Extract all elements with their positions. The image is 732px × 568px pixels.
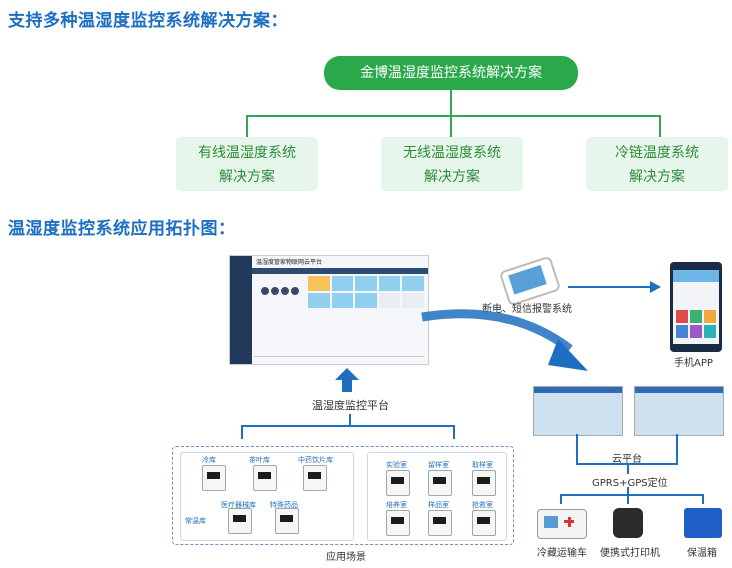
sensor-device: [386, 510, 410, 536]
scene-left-label-3: 中药饮片库: [298, 456, 333, 464]
scene-left-label-5: 特殊药品: [270, 501, 298, 509]
card-line1: 无线温湿度系统: [403, 145, 501, 161]
sensor-device: [386, 470, 410, 496]
scene-bracket-right: [453, 425, 455, 439]
cloud-map-1: [533, 386, 623, 436]
sensor-device: [428, 510, 452, 536]
cloud-bracket-left: [576, 434, 578, 464]
solutions-title: 支持多种温湿度监控系统解决方案：: [8, 11, 288, 31]
scene-left-label-2: 茶叶库: [249, 456, 270, 464]
device-bracket-right: [702, 494, 704, 504]
topology-title: 温湿度监控系统应用拓扑图：: [8, 219, 236, 239]
sensor-device: [428, 470, 452, 496]
upload-arrow-icon: [335, 368, 359, 392]
scene-right-panel: [367, 452, 507, 541]
tree-connector-left: [246, 115, 248, 137]
scene-box: [172, 446, 514, 545]
arrow-to-app-icon: [568, 281, 661, 293]
cloud-bracket-right: [676, 434, 678, 464]
solution-card-coldchain: 冷链温度系统 解决方案: [586, 137, 728, 191]
tree-connector-middle: [450, 115, 452, 137]
scene-right-label-3: 取样室: [472, 461, 493, 469]
dashboard-footer: [254, 356, 424, 357]
solution-root-pill: 金博温湿度监控系统解决方案: [324, 56, 578, 90]
scene-left-label-6: 常温库: [185, 517, 206, 525]
device-bracket-left: [560, 494, 562, 504]
sensor-device: [472, 510, 496, 536]
device-bracket-stem: [627, 487, 629, 495]
card-line2: 解决方案: [424, 169, 480, 185]
sensor-device: [253, 465, 277, 491]
card-line1: 冷链温度系统: [615, 145, 699, 161]
scene-left-panel: [180, 452, 354, 541]
sensor-device: [202, 465, 226, 491]
scene-right-label-1: 实验室: [386, 461, 407, 469]
solution-card-wired: 有线温湿度系统 解决方案: [176, 137, 318, 191]
gps-stem: [627, 464, 629, 474]
vehicle-label-3: 保温箱: [687, 548, 717, 559]
scene-bracket-left: [241, 425, 243, 439]
curved-arrow-icon: [421, 309, 588, 371]
cloud-map-2: [634, 386, 724, 436]
scene-label: 应用场景: [326, 552, 366, 563]
platform-label: 温湿度监控平台: [312, 399, 389, 412]
card-line2: 解决方案: [219, 169, 275, 185]
alarm-label: 断电、短信报警系统: [482, 304, 572, 315]
cooler-box-icon: [684, 508, 722, 538]
vehicle-label-2: 便携式打印机: [600, 548, 660, 559]
ambulance-icon: [537, 509, 587, 539]
dashboard-title: 温湿度管家物联网云平台: [256, 259, 323, 266]
tree-connector-vertical: [450, 90, 452, 116]
sensor-device: [275, 508, 299, 534]
tree-connector-right: [659, 115, 661, 137]
tree-connector-horizontal: [246, 115, 661, 117]
scene-right-label-6: 抢救室: [472, 501, 493, 509]
sensor-device: [472, 470, 496, 496]
dashboard-topbar: [252, 268, 428, 274]
dashboard-sidebar: [230, 256, 252, 364]
vehicle-label-1: 冷藏运输车: [537, 548, 587, 559]
dashboard-icons: [260, 281, 304, 299]
dashboard-screenshot: 温湿度管家物联网云平台: [229, 255, 429, 365]
device-bracket-bar: [560, 494, 704, 496]
scene-bracket-stem: [349, 414, 351, 426]
cloud-label: 云平台: [612, 454, 642, 465]
scene-right-label-2: 留样室: [428, 461, 449, 469]
sensor-device: [303, 465, 327, 491]
scene-left-label-4: 医疗器械库: [221, 501, 256, 509]
card-line2: 解决方案: [629, 169, 685, 185]
dashboard-tiles: [308, 276, 424, 312]
mobile-app-phone: [670, 262, 722, 352]
device-bracket-middle: [627, 494, 629, 504]
gps-label: GPRS+GPS定位: [592, 478, 668, 489]
app-label: 手机APP: [674, 358, 713, 369]
sensor-device: [228, 508, 252, 534]
scene-left-label-1: 冷库: [202, 456, 216, 464]
printer-icon: [613, 508, 643, 538]
scene-right-label-5: 样品室: [428, 501, 449, 509]
solution-card-wireless: 无线温湿度系统 解决方案: [381, 137, 523, 191]
scene-bracket-bar: [241, 425, 455, 427]
card-line1: 有线温湿度系统: [198, 145, 296, 161]
alarm-phone-icon: [498, 255, 562, 307]
scene-right-label-4: 培养室: [386, 501, 407, 509]
